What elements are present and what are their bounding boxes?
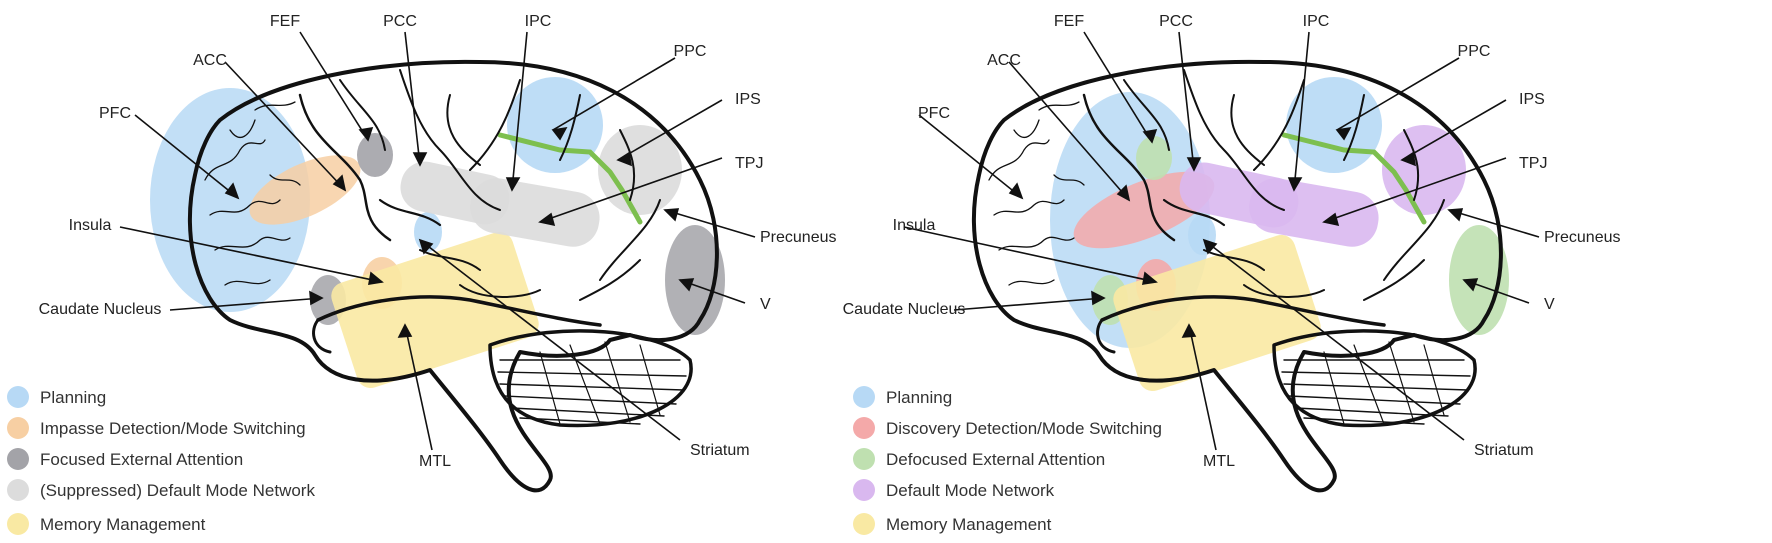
legend-label: Planning: [40, 388, 106, 407]
legend-label: Impasse Detection/Mode Switching: [40, 419, 306, 438]
region-v: [1449, 225, 1509, 335]
label-pcc: PCC: [1159, 13, 1193, 30]
label-mtl: MTL: [419, 453, 451, 470]
legend-label: Discovery Detection/Mode Switching: [886, 419, 1162, 438]
legend-label: Focused External Attention: [40, 450, 243, 469]
legend-label: Planning: [886, 388, 952, 407]
legend-swatch: [7, 479, 29, 501]
legend-label: (Suppressed) Default Mode Network: [40, 481, 315, 500]
label-pfc: PFC: [918, 105, 950, 122]
region-precuneus: [1382, 125, 1466, 215]
regions-right: [1050, 77, 1509, 392]
label-fef: FEF: [1054, 13, 1084, 30]
label-tpj: TPJ: [735, 155, 763, 172]
legend-swatch: [7, 417, 29, 439]
label-ppc: PPC: [674, 43, 707, 60]
region-mtl: [1113, 234, 1321, 392]
label-caudate: Caudate Nucleus: [843, 301, 966, 318]
brain-outline-right: [971, 59, 1503, 493]
label-ips: IPS: [1519, 91, 1545, 108]
label-striatum: Striatum: [1474, 442, 1534, 459]
region-precuneus: [598, 125, 682, 215]
label-insula: Insula: [893, 217, 936, 234]
legend-swatch: [853, 479, 875, 501]
panel-left: FEF PCC IPC PPC ACC PFC IPS TPJ Insula P…: [7, 13, 837, 535]
leader-arrows-right: [903, 31, 1540, 451]
region-dmn-b: [470, 178, 600, 247]
label-ipc: IPC: [1303, 13, 1330, 30]
legend-swatch: [853, 513, 875, 535]
region-dmn-b: [1249, 178, 1379, 247]
label-ips: IPS: [735, 91, 761, 108]
brain-diagram-left: FEF PCC IPC PPC ACC PFC IPS TPJ Insula P…: [7, 13, 837, 535]
legend-swatch: [7, 386, 29, 408]
legend-label: Memory Management: [40, 515, 206, 534]
region-fef: [357, 133, 393, 177]
region-labels-right: FEF PCC IPC PPC ACC PFC IPS TPJ Insula P…: [843, 13, 1621, 470]
legend-swatch: [7, 448, 29, 470]
label-acc: ACC: [987, 52, 1021, 69]
region-pfc: [150, 88, 310, 312]
label-fef: FEF: [270, 13, 300, 30]
brain-diagram-right: FEF PCC IPC PPC ACC PFC IPS TPJ Insula P…: [843, 13, 1621, 535]
legend-swatch: [7, 513, 29, 535]
legend-label: Defocused External Attention: [886, 450, 1105, 469]
region-mtl: [331, 231, 539, 389]
label-pfc: PFC: [99, 105, 131, 122]
label-ipc: IPC: [525, 13, 552, 30]
legend-right: Planning Discovery Detection/Mode Switch…: [853, 386, 1162, 535]
legend-label: Memory Management: [886, 515, 1052, 534]
label-insula: Insula: [69, 217, 112, 234]
legend-label: Default Mode Network: [886, 481, 1055, 500]
region-acc: [249, 155, 361, 225]
brain-outline-left: [187, 59, 719, 493]
label-acc: ACC: [193, 52, 227, 69]
region-labels-left: FEF PCC IPC PPC ACC PFC IPS TPJ Insula P…: [39, 13, 837, 470]
legend-swatch: [853, 417, 875, 439]
region-acc: [1073, 171, 1215, 249]
label-caudate: Caudate Nucleus: [39, 301, 162, 318]
region-fef: [1136, 136, 1172, 180]
label-ppc: PPC: [1458, 43, 1491, 60]
legend-swatch: [853, 448, 875, 470]
legend-swatch: [853, 386, 875, 408]
panel-right: FEF PCC IPC PPC ACC PFC IPS TPJ Insula P…: [840, 0, 1688, 543]
label-v: V: [1544, 296, 1555, 313]
label-tpj: TPJ: [1519, 155, 1547, 172]
label-pcc: PCC: [383, 13, 417, 30]
label-precuneus: Precuneus: [1544, 229, 1621, 246]
label-striatum: Striatum: [690, 442, 750, 459]
regions-left: [150, 77, 725, 389]
label-mtl: MTL: [1203, 453, 1235, 470]
ips-line: [497, 132, 643, 225]
legend-left: Planning Impasse Detection/Mode Switchin…: [7, 386, 315, 535]
label-precuneus: Precuneus: [760, 229, 837, 246]
label-v: V: [760, 296, 771, 313]
leader-arrows-left: [119, 31, 756, 451]
region-v: [665, 225, 725, 335]
ips-line: [1281, 132, 1427, 225]
